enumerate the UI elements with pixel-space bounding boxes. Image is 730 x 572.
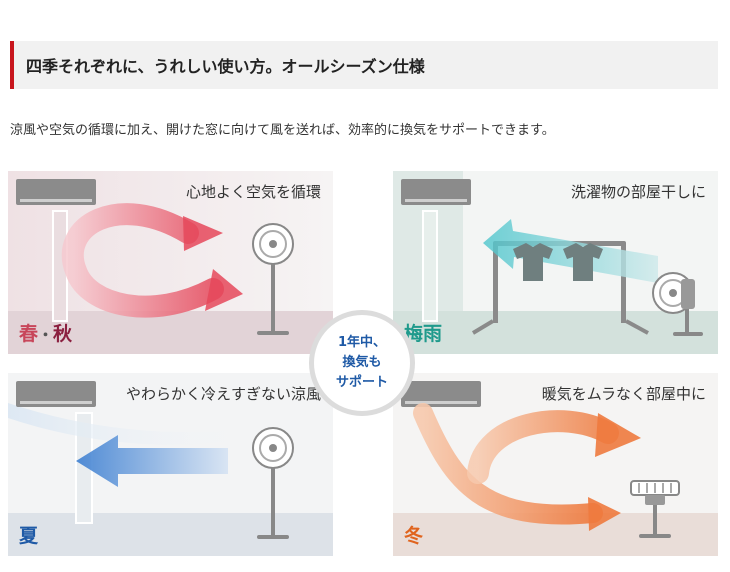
arrow-icon: [76, 435, 228, 487]
season-label-rainy: 梅雨: [404, 323, 443, 345]
air-conditioner-icon: [16, 179, 96, 205]
summer-illustration: [8, 373, 333, 556]
arrow-head-icon: [595, 413, 641, 457]
spring-illustration: [8, 171, 333, 354]
season-spring: 春: [19, 323, 39, 345]
summer-caption: やわらかく冷えすぎない涼風: [125, 385, 321, 403]
panel-summer: やわらかく冷えすぎない涼風 夏: [8, 373, 333, 556]
rainy-illustration: [393, 171, 718, 354]
season-separator: ・: [38, 326, 54, 344]
spring-caption: 心地よく空気を循環: [185, 183, 321, 201]
arrow-head-icon: [205, 269, 243, 311]
fan-icon: [630, 480, 680, 538]
section-heading: 四季それぞれに、うれしい使い方。オールシーズン仕様: [10, 41, 718, 89]
fan-icon: [652, 272, 703, 336]
lead-text: 涼風や空気の循環に加え、開けた窓に向けて風を送れば、効率的に換気をサポートできま…: [10, 123, 555, 138]
tshirt-icon: [513, 243, 603, 281]
fan-icon: [252, 427, 294, 539]
season-label-winter: 冬: [404, 525, 424, 547]
badge-line-1: 1年中、: [337, 335, 387, 350]
air-conditioner-icon: [401, 179, 471, 205]
air-conditioner-icon: [16, 381, 96, 407]
season-label-spring-autumn: 春・秋: [19, 319, 72, 346]
season-label-summer: 夏: [19, 525, 39, 547]
season-autumn: 秋: [53, 323, 73, 345]
air-conditioner-icon: [401, 381, 481, 407]
panel-winter: 暖気をムラなく部屋中に 冬: [393, 373, 718, 556]
winter-illustration: [393, 373, 718, 556]
badge-line-3: サポート: [335, 375, 388, 390]
panel-spring-autumn: 心地よく空気を循環 春・秋: [8, 171, 333, 354]
fan-icon: [252, 223, 294, 335]
all-year-badge: 1年中、 換気も サポート: [309, 310, 415, 416]
badge-line-2: 換気も: [342, 355, 382, 370]
panel-rainy-season: 洗濯物の部屋干しに 梅雨: [393, 171, 718, 354]
rainy-caption: 洗濯物の部屋干しに: [570, 183, 706, 201]
winter-caption: 暖気をムラなく部屋中に: [541, 385, 706, 403]
